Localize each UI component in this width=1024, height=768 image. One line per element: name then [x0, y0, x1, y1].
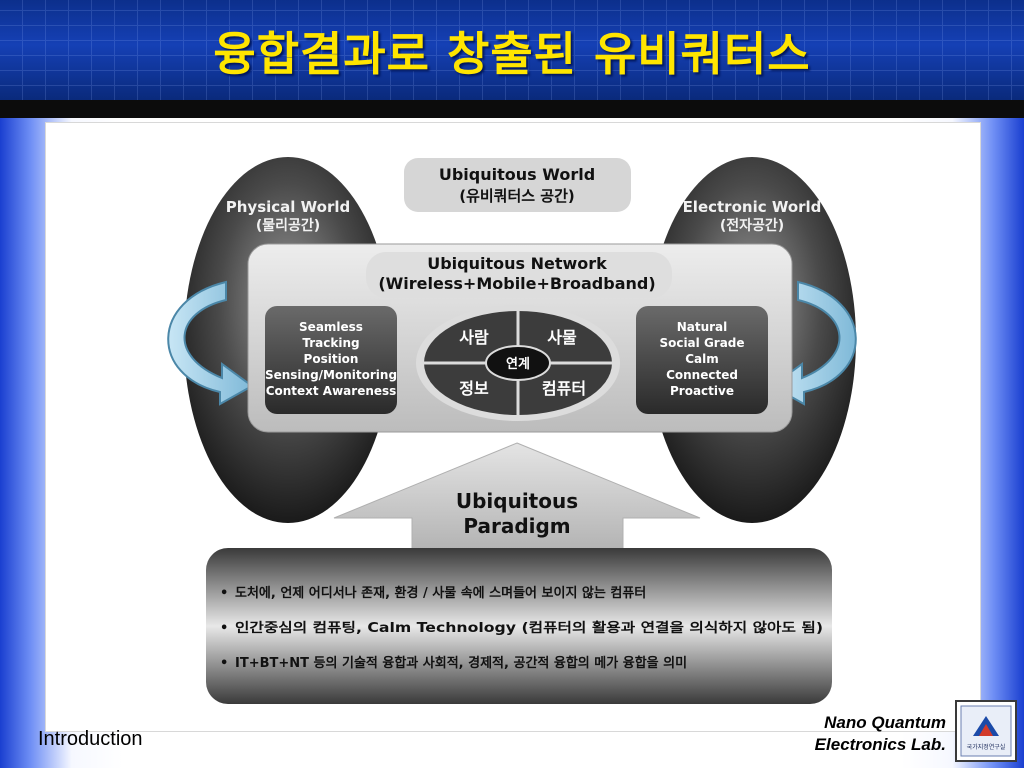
paradigm-title-line2: Paradigm: [463, 514, 570, 538]
bullet-item: 도처에, 언제 어디서나 존재, 환경 / 사물 속에 스며들어 보이지 않는 …: [235, 585, 646, 601]
left-curved-arrow: [167, 280, 254, 406]
right-curved-arrow: [770, 280, 857, 406]
right-feature-item: Natural: [677, 320, 728, 334]
quadrant-people: 사람: [459, 328, 489, 347]
bullet-glyph: •: [220, 656, 228, 671]
ubiquitous-world-box: Ubiquitous World (유비쿼터스 공간): [404, 158, 631, 212]
header-divider: [0, 100, 1024, 118]
center-quadrant-ellipse: 사람 사물 정보 컴퓨터 연계: [416, 305, 620, 421]
paradigm-title-line1: Ubiquitous: [456, 489, 578, 513]
ubiquitous-world-title: Ubiquitous World: [439, 165, 595, 184]
lab-name-line2: Electronics Lab.: [814, 735, 946, 754]
lab-logo-text: 국가지정연구실: [967, 743, 1006, 751]
left-feature-item: Position: [304, 352, 359, 366]
network-subtitle: (Wireless+Mobile+Broadband): [378, 274, 655, 293]
slide-header: 융합결과로 창출된 유비쿼터스: [0, 0, 1024, 100]
slide-title: 융합결과로 창출된 유비쿼터스: [213, 27, 811, 81]
quadrant-things: 사물: [547, 328, 577, 347]
quadrant-center-link: 연계: [506, 357, 530, 372]
lab-logo: 국가지정연구실: [955, 700, 1017, 762]
network-title: Ubiquitous Network: [427, 254, 607, 273]
right-features-box: Natural Social Grade Calm Connected Proa…: [636, 306, 768, 414]
bullet-item: 인간중심의 컴퓨팅, Calm Technology (컴퓨터의 활용과 연결을…: [235, 620, 823, 636]
lab-name-line1: Nano Quantum: [824, 713, 946, 732]
quadrant-computer: 컴퓨터: [542, 379, 586, 398]
right-feature-item: Proactive: [670, 384, 734, 398]
paradigm-bullet-panel: • 도처에, 언제 어디서나 존재, 환경 / 사물 속에 스며들어 보이지 않…: [206, 548, 832, 704]
right-feature-item: Social Grade: [659, 336, 744, 350]
right-feature-item: Calm: [685, 352, 719, 366]
left-feature-item: Tracking: [302, 336, 359, 350]
lab-logo-graphic: 국가지정연구실: [960, 705, 1012, 757]
physical-world-subtitle: (물리공간): [256, 217, 320, 234]
bullet-item: IT+BT+NT 등의 기술적 융합과 사회적, 경제적, 공간적 융합의 메가…: [235, 655, 687, 671]
ubiquitous-world-subtitle: (유비쿼터스 공간): [459, 187, 575, 205]
section-label: Introduction: [38, 728, 143, 750]
electronic-world-title: Electronic World: [683, 198, 822, 216]
physical-world-title: Physical World: [226, 198, 351, 216]
right-feature-item: Connected: [666, 368, 738, 382]
left-features-box: Seamless Tracking Position Sensing/Monit…: [265, 306, 397, 414]
bullet-glyph: •: [220, 621, 228, 636]
header-circuit-pattern: [0, 0, 1024, 100]
lab-name: Nano Quantum Electronics Lab.: [756, 712, 946, 756]
left-feature-item: Sensing/Monitoring: [265, 368, 397, 382]
left-feature-item: Context Awareness: [266, 384, 397, 398]
bullet-glyph: •: [220, 586, 228, 601]
left-feature-item: Seamless: [299, 320, 363, 334]
ubiquitous-paradigm-arrow: Ubiquitous Paradigm: [333, 442, 701, 559]
quadrant-information: 정보: [459, 379, 489, 398]
electronic-world-subtitle: (전자공간): [720, 217, 784, 234]
